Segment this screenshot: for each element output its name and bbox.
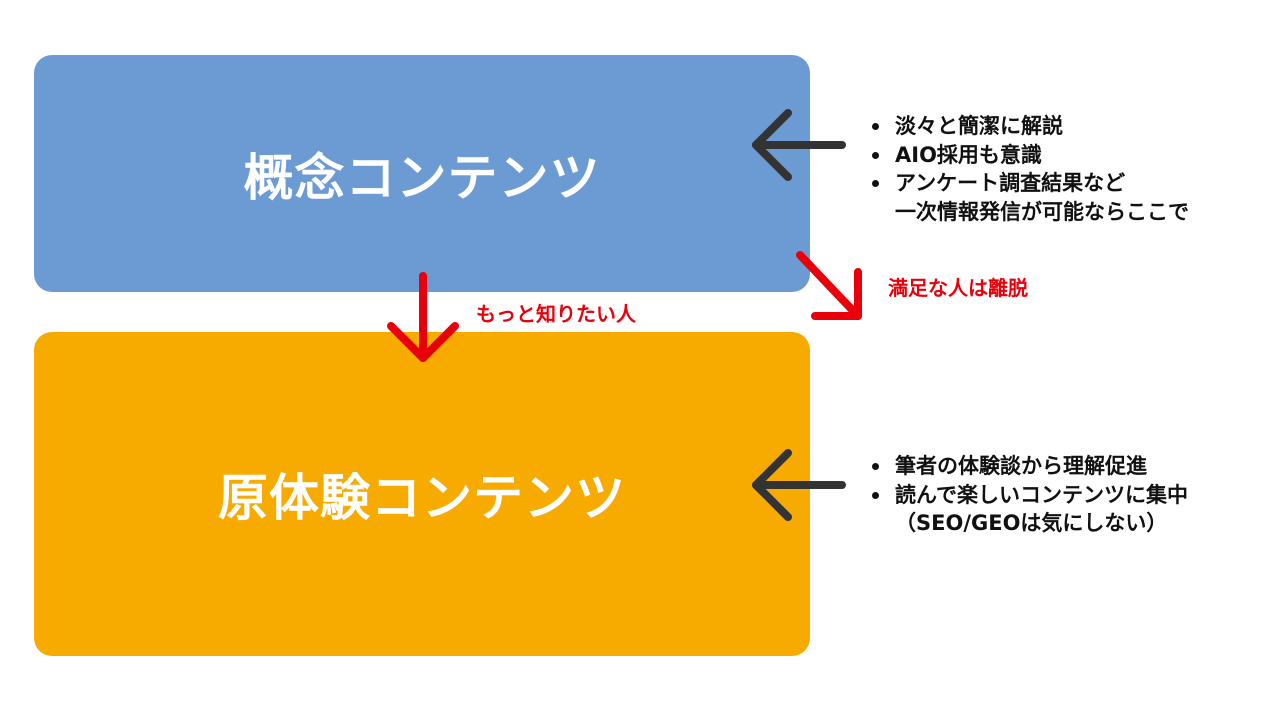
experience-content-title: 原体験コンテンツ: [218, 469, 626, 527]
note-item-continuation: 一次情報発信が可能ならここで: [895, 199, 1189, 224]
experience-content-box: 原体験コンテンツ: [34, 332, 810, 656]
note-item: AIO採用も意識: [868, 141, 1189, 170]
note-item: 淡々と簡潔に解説: [868, 112, 1189, 141]
concept-content-title: 概念コンテンツ: [243, 148, 601, 207]
note-item: アンケート調査結果など: [868, 169, 1189, 198]
note-item: 読んで楽しいコンテンツに集中: [868, 481, 1188, 510]
concept-content-box: 概念コンテンツ: [34, 55, 810, 292]
flow-exit-label: 満足な人は離脱: [888, 276, 1028, 300]
experience-notes-list: 筆者の体験談から理解促進読んで楽しいコンテンツに集中（SEO/GEOは気にしない…: [868, 452, 1188, 538]
note-item-continuation: （SEO/GEOは気にしない）: [895, 511, 1168, 535]
flow-more-label: もっと知りたい人: [476, 302, 636, 326]
note-item: 筆者の体験談から理解促進: [868, 452, 1188, 481]
